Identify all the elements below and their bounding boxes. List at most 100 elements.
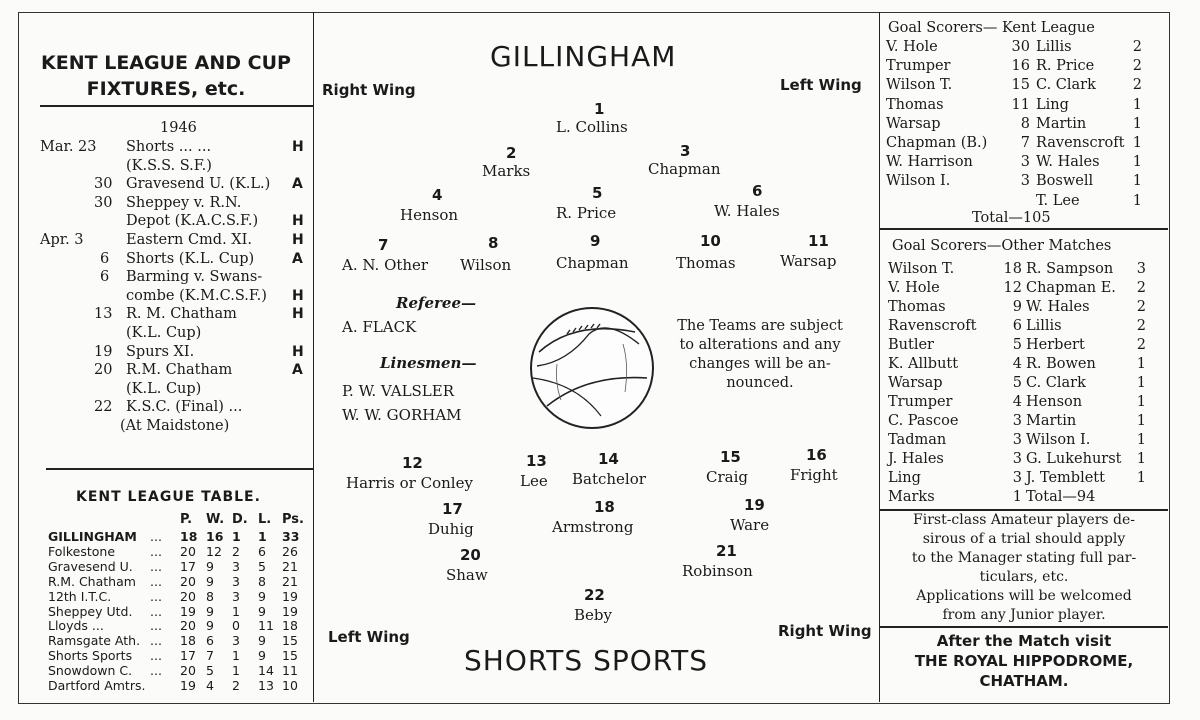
table-cell: 21 [282,558,298,574]
scorer-name: Boswell [1036,173,1094,190]
fixture-date: 19 [94,343,113,360]
amateur-line4: ticulars, etc. [979,569,1069,585]
away-player-number: 21 [716,542,737,560]
fixture-venue: H [292,139,304,155]
scorer-name: Herbert [1026,337,1085,353]
away-player-number: 22 [584,586,605,604]
scorer-goals: 1 [1132,135,1142,151]
scorer-goals: 3 [1012,451,1022,467]
fixture-venue: H [292,287,304,304]
scorer-goals: 9 [1012,299,1022,315]
fixture-date: 22 [94,399,113,416]
table-dots: ... [150,648,162,664]
fixture-opponent: (At Maidstone) [120,418,230,434]
fixture-opponent: R. M. Chatham [126,306,237,323]
away-player-number: 15 [720,448,741,466]
scorer-name: Ling [1036,96,1069,113]
fixture-opponent: Eastern Cmd. XI. [126,232,252,248]
table-cell: 9 [206,573,214,589]
scorer-name: J. Hales [888,451,944,467]
amateur-line3: to the Manager stating full par- [911,550,1137,566]
table-cell: 18 [180,529,198,544]
away-player-name: Duhig [428,520,474,538]
away-player-number: 14 [598,450,619,468]
fixture-opponent: R.M. Chatham [126,362,233,379]
home-player-number: 11 [808,232,829,250]
table-cell: 26 [282,543,298,559]
scorer-name: C. Pascoe [888,413,959,429]
scorer-name: T. Lee [1036,192,1080,209]
table-cell: 33 [282,529,300,544]
scorer-name: Warsap [886,115,941,132]
table-cell: 3 [232,573,240,589]
scorer-goals: 3 [1136,261,1146,277]
away-player-number: 18 [594,498,615,516]
table-cell: 5 [258,558,266,574]
away-player-name: Harris or Conley [346,474,473,492]
away-player-number: 16 [806,446,827,464]
scorer-name: K. Allbutt [888,356,959,372]
table-cell: 1 [232,663,240,679]
scorer-goals: 6 [1012,318,1022,334]
table-cell: 15 [282,648,298,664]
amateur-divider [879,509,1168,511]
home-player-number: 7 [378,236,389,254]
scorer-goals: 5 [1012,337,1022,353]
league-table-title: KENT LEAGUE TABLE. [76,489,261,505]
scorer-goals: 1 [1136,356,1146,372]
scorer-name: Ling [888,470,921,486]
scorer-name: Wilson I. [1026,432,1091,448]
scorer-name: Tadman [888,432,947,448]
away-team-title: SHORTS SPORTS [464,644,709,677]
table-cell: 1 [232,648,240,664]
table-cell: 9 [206,603,214,619]
home-player-number: 10 [700,232,721,250]
away-player-name: Batchelor [572,470,646,488]
table-team: Lloyds ... [48,618,104,634]
amateur-line1: First-class Amateur players de- [913,512,1135,528]
scorer-goals: 2 [1136,299,1146,315]
linesmen-label: Linesmen— [380,354,477,372]
home-player-number: 1 [594,100,605,118]
away-player-name: Robinson [682,562,753,580]
scorer-name: R. Bowen [1026,356,1096,372]
table-dots: ... [150,603,162,619]
scorer-goals: 4 [1012,356,1022,372]
table-team: R.M. Chatham [48,573,136,589]
other-matches-scorers-title: Goal Scorers—Other Matches [892,238,1112,254]
fixture-opponent: combe (K.M.C.S.F.) [126,287,267,304]
scorer-goals: 1 [1132,192,1142,209]
fixture-opponent: (K.L. Cup) [126,325,202,341]
away-player-number: 12 [402,454,423,472]
scorer-name: Butler [888,337,934,353]
table-cell: 15 [282,633,298,649]
scorer-goals: 16 [1011,58,1030,75]
table-dots: ... [150,543,162,559]
fixture-opponent: Shorts ... ... [126,139,212,155]
scorer-name: V. Hole [888,280,940,296]
table-cell: 21 [282,573,298,589]
ad-line2: THE ROYAL HIPPODROME, [914,652,1134,670]
table-cell: 3 [232,633,240,649]
scorer-goals: 18 [1003,261,1022,277]
table-cell: 19 [282,603,298,619]
table-cell: 8 [258,573,266,589]
fixture-date: 30 [94,194,113,211]
scorer-name: J. Temblett [1026,470,1105,486]
table-cell: 20 [180,663,196,679]
fixture-opponent: Depot (K.A.C.S.F.) [126,213,259,230]
linesman-2: W. W. GORHAM [342,406,462,424]
away-player-number: 13 [526,452,547,470]
scorer-name: Warsap [888,375,943,391]
scorer-name: Ravenscroft [1036,135,1125,151]
scorer-goals: 1 [1136,451,1146,467]
table-header: W. [206,512,225,527]
table-cell: 1 [232,603,240,619]
scorer-name: W. Harrison [886,154,973,171]
scorer-goals: 3 [1012,432,1022,448]
table-team: Dartford Amtrs. [48,678,146,693]
home-player-number: 5 [592,184,603,202]
table-cell: 20 [180,573,196,589]
away-player-name: Shaw [446,566,488,584]
table-cell: 4 [206,678,214,693]
